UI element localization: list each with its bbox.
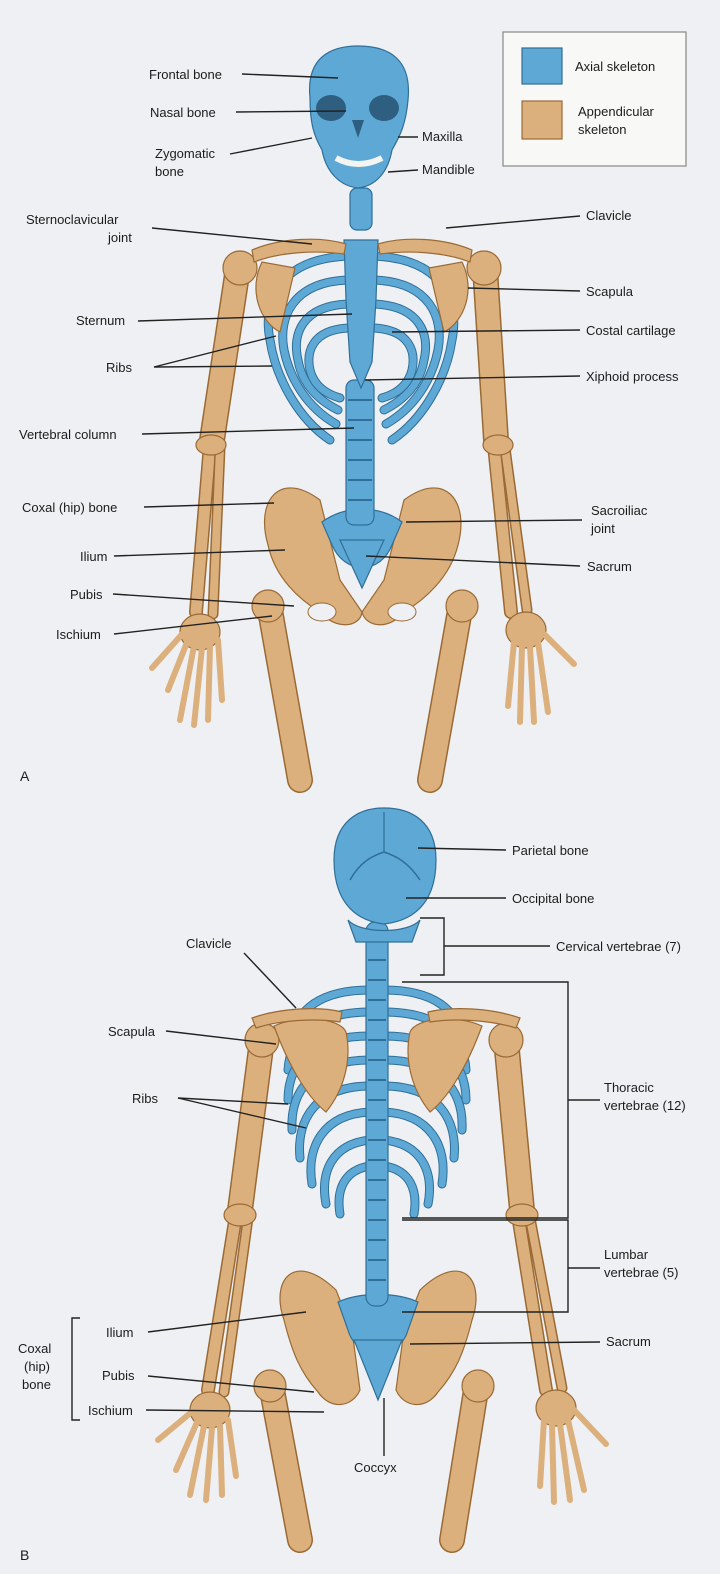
label-clavicle-b: Clavicle: [186, 936, 232, 951]
label-clavicle-a: Clavicle: [586, 208, 632, 223]
label-frontal-bone: Frontal bone: [149, 67, 222, 82]
anterior-skull: [309, 45, 410, 189]
label-ribs-b: Ribs: [132, 1091, 159, 1106]
posterior-hands: [155, 1389, 609, 1505]
legend: Axial skeleton Appendicular skeleton: [502, 31, 687, 167]
label-ilium-a: Ilium: [80, 549, 107, 564]
label-coxal-bone-a: Coxal (hip) bone: [22, 500, 117, 515]
label-sternum: Sternum: [76, 313, 125, 328]
label-pubis-b: Pubis: [102, 1368, 135, 1383]
label-sternoclavicular-2: joint: [107, 230, 132, 245]
label-ilium-b: Ilium: [106, 1325, 133, 1340]
panel-a-letter: A: [20, 768, 30, 784]
label-lumbar-1: Lumbar: [604, 1247, 649, 1262]
label-lumbar-2: vertebrae (5): [604, 1265, 678, 1280]
label-thoracic-2: vertebrae (12): [604, 1098, 686, 1113]
legend-appendicular-label-1: Appendicular: [578, 104, 655, 119]
posterior-vertebral-column: [365, 921, 389, 1307]
anterior-sternum: [343, 239, 379, 390]
anterior-hands: [149, 611, 577, 728]
label-vertebral-column: Vertebral column: [19, 427, 117, 442]
label-thoracic-1: Thoracic: [604, 1080, 654, 1095]
label-parietal-bone: Parietal bone: [512, 843, 589, 858]
label-mandible: Mandible: [422, 162, 475, 177]
posterior-shoulder-girdle: [251, 1008, 521, 1113]
label-scapula-b: Scapula: [108, 1024, 156, 1039]
label-ribs-a: Ribs: [106, 360, 133, 375]
label-occipital-bone: Occipital bone: [512, 891, 594, 906]
panel-b-labels: Parietal bone Occipital bone Clavicle Ce…: [18, 843, 686, 1563]
label-costal-cartilage: Costal cartilage: [586, 323, 676, 338]
label-zygomatic-2: bone: [155, 164, 184, 179]
label-ischium-b: Ischium: [88, 1403, 133, 1418]
label-sacrum-b: Sacrum: [606, 1334, 651, 1349]
label-nasal-bone: Nasal bone: [150, 105, 216, 120]
anterior-arms: [189, 250, 533, 620]
label-sacroiliac-1: Sacroiliac: [591, 503, 648, 518]
label-coccyx: Coccyx: [354, 1460, 397, 1475]
label-maxilla: Maxilla: [422, 129, 463, 144]
label-xiphoid-process: Xiphoid process: [586, 369, 679, 384]
anterior-shoulder-girdle: [251, 238, 473, 333]
label-cervical-vertebrae: Cervical vertebrae (7): [556, 939, 681, 954]
legend-axial-label: Axial skeleton: [575, 59, 655, 74]
posterior-femurs: [253, 1369, 495, 1553]
label-coxal-1: Coxal: [18, 1341, 51, 1356]
posterior-skull: [333, 807, 437, 943]
leader-lines: [71, 73, 601, 1456]
label-coxal-2: (hip): [24, 1359, 50, 1374]
panel-b-letter: B: [20, 1547, 29, 1563]
label-sternoclavicular-1: Sternoclavicular: [26, 212, 119, 227]
legend-axial-swatch: [521, 47, 563, 85]
panel-a-labels: Frontal bone Nasal bone Zygomatic bone M…: [19, 67, 679, 784]
label-sacroiliac-2: joint: [590, 521, 615, 536]
legend-appendicular-swatch: [521, 100, 563, 140]
label-pubis-a: Pubis: [70, 587, 103, 602]
label-sacrum-a: Sacrum: [587, 559, 632, 574]
legend-appendicular-label-2: skeleton: [578, 122, 626, 137]
label-ischium-a: Ischium: [56, 627, 101, 642]
label-coxal-3: bone: [22, 1377, 51, 1392]
label-scapula-a: Scapula: [586, 284, 634, 299]
posterior-pelvis: [279, 1270, 477, 1406]
anterior-femurs: [251, 589, 479, 793]
label-zygomatic-1: Zygomatic: [155, 146, 215, 161]
anterior-ribcage: [263, 251, 459, 445]
posterior-arms: [201, 1022, 568, 1398]
posterior-skeleton: [155, 807, 609, 1553]
